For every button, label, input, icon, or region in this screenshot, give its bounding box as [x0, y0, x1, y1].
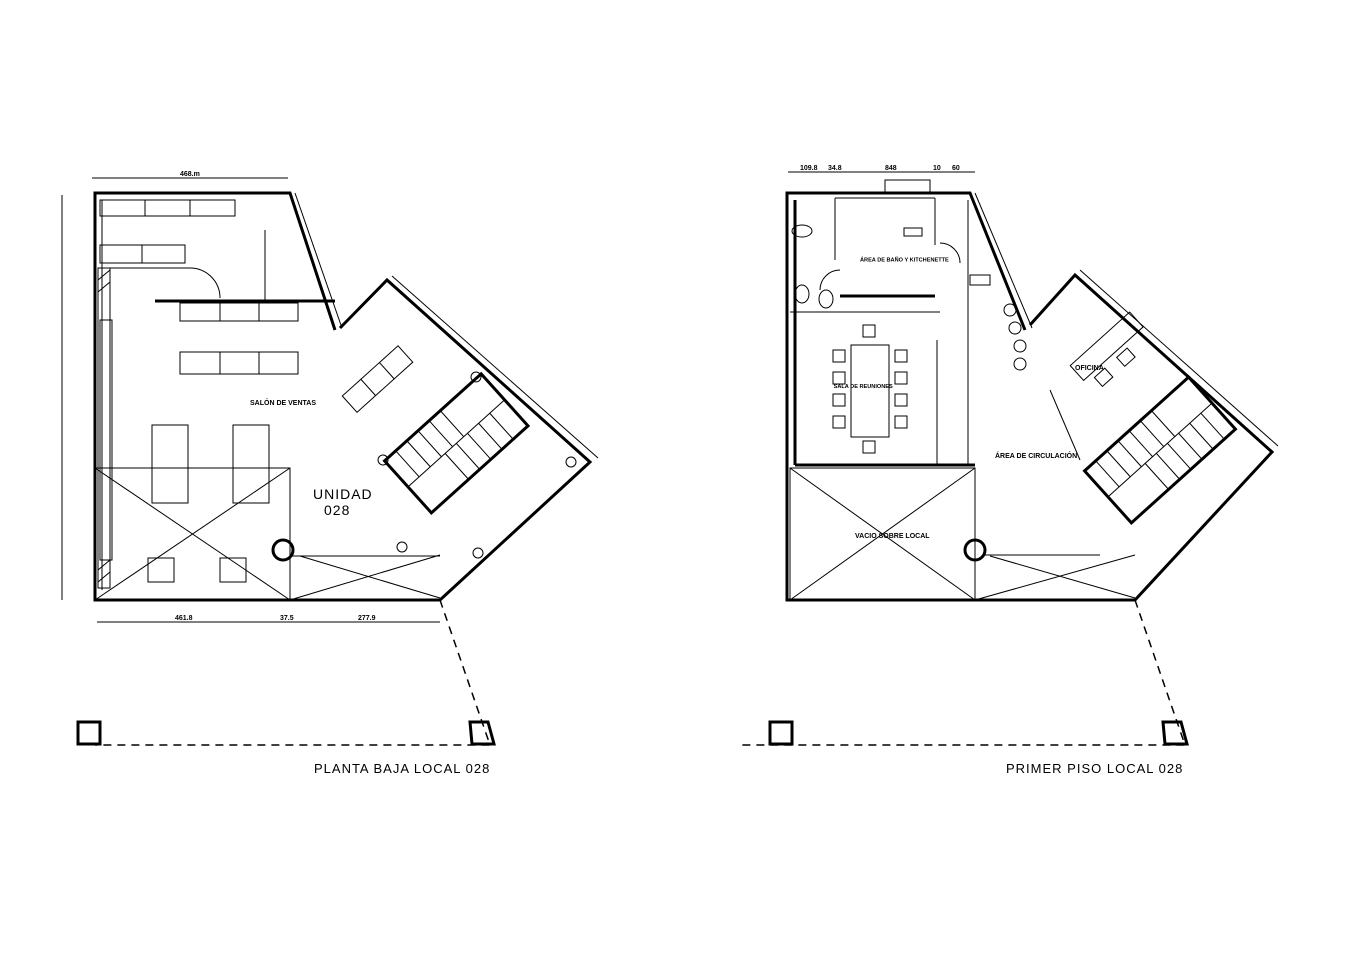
- first-floor-plan: 109.8 34.8 848 10 60 ÁREA DE BAÑO Y KITC…: [740, 165, 1279, 776]
- top-dimension-1: 109.8: [800, 165, 818, 172]
- top-dimension-3: 848: [885, 165, 897, 172]
- room-label-meeting: SALA DE REUNIONES: [834, 384, 893, 390]
- staircase: [1082, 375, 1238, 525]
- bottom-dimension-3: 277.9: [358, 615, 376, 622]
- unit-number: 028: [324, 502, 350, 518]
- void-area: [94, 467, 291, 601]
- chairs: [832, 324, 908, 454]
- plan-title-first: PRIMER PISO LOCAL 028: [1006, 761, 1183, 776]
- bottom-dimension-1: 461.8: [175, 615, 193, 622]
- room-label-sales: SALÓN DE VENTAS: [250, 398, 316, 407]
- bottom-dimension-2: 37.5: [280, 615, 294, 622]
- unit-label: UNIDAD: [313, 486, 373, 502]
- room-label-bath: ÁREA DE BAÑO Y KITCHENETTE: [860, 257, 949, 264]
- plan-title-ground: PLANTA BAJA LOCAL 028: [314, 761, 490, 776]
- void-label: VACIO SOBRE LOCAL: [855, 533, 930, 540]
- staircase: [382, 371, 531, 515]
- top-dimension-2: 34.8: [828, 165, 842, 172]
- room-label-circulation: ÁREA DE CIRCULACIÓN: [995, 451, 1077, 460]
- meeting-table: [850, 344, 890, 438]
- hatched-wall: [97, 267, 111, 589]
- void-area: [789, 467, 976, 601]
- top-dimension: 468.m: [180, 171, 200, 178]
- column: [271, 538, 295, 562]
- ground-floor-plan: 468.m: [61, 171, 599, 776]
- room-label-office: OFICINA: [1075, 365, 1104, 372]
- top-dimension-4: 10: [933, 165, 941, 172]
- top-dimension-5: 60: [952, 165, 960, 172]
